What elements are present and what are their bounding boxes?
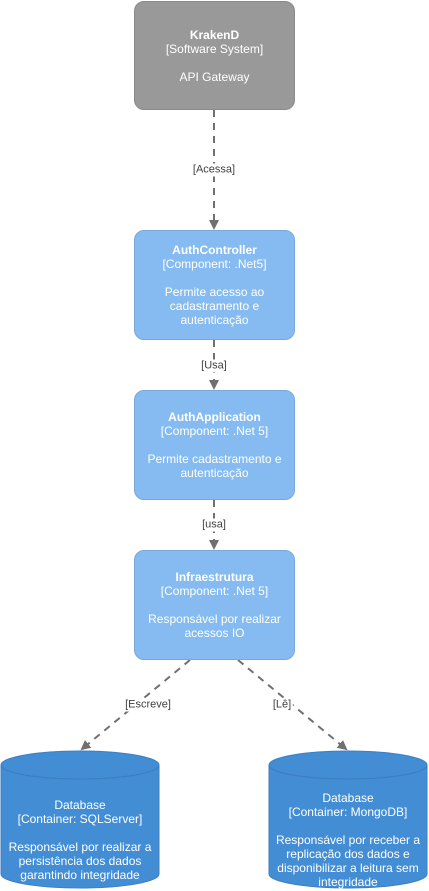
edge-label-le: [Lê]: [270, 698, 294, 712]
database-mongodb-shape: [268, 750, 428, 889]
node-krakend-title: KrakenD: [189, 27, 240, 42]
node-database-sqlserver[interactable]: Database [Container: SQLServer] Responsá…: [1, 751, 159, 889]
node-krakend[interactable]: KrakenD [Software System] API Gateway: [134, 1, 295, 110]
node-database-mongodb[interactable]: Database [Container: MongoDB] Responsáve…: [269, 751, 427, 889]
edge-label-escreve: [Escreve]: [123, 698, 173, 712]
node-infraestrutura-type: [Component: .Net 5]: [160, 584, 269, 598]
node-auth-application[interactable]: AuthApplication [Component: .Net 5] Perm…: [134, 390, 295, 500]
node-krakend-description: API Gateway: [179, 69, 250, 84]
node-auth-application-title: AuthApplication: [168, 410, 261, 424]
node-auth-controller-title: AuthController: [172, 243, 257, 257]
db-mongodb-type: [Container: MongoDB]: [288, 805, 408, 819]
database-sqlserver-shape: [0, 750, 160, 889]
db-mongodb-title: Database: [322, 791, 374, 805]
db-sqlserver-title: Database: [54, 798, 106, 812]
node-infraestrutura-title: Infraestrutura: [175, 570, 254, 584]
node-krakend-type: [Software System]: [165, 41, 264, 56]
edge-label-usa-1: [Usa]: [199, 359, 229, 373]
db-sqlserver-description: Responsável por realizar a persistência …: [8, 840, 152, 882]
node-auth-controller[interactable]: AuthController [Component: .Net5] Permit…: [134, 230, 295, 340]
node-infraestrutura-description: Responsável por realizar acessos IO: [148, 612, 281, 640]
node-auth-controller-type: [Component: .Net5]: [162, 257, 267, 271]
node-auth-application-description: Permite cadastramento e autenticação: [147, 452, 282, 480]
edge-label-acessa: [Acessa]: [190, 163, 238, 177]
db-mongodb-description: Responsável por receber a replicação dos…: [275, 833, 421, 889]
db-sqlserver-type: [Container: SQLServer]: [17, 812, 143, 826]
node-auth-controller-description: Permite acesso ao cadastramento e autent…: [164, 285, 265, 327]
node-infraestrutura[interactable]: Infraestrutura [Component: .Net 5] Respo…: [134, 550, 295, 660]
edge-label-usa-2: [usa]: [200, 518, 228, 532]
node-auth-application-type: [Component: .Net 5]: [160, 424, 269, 438]
